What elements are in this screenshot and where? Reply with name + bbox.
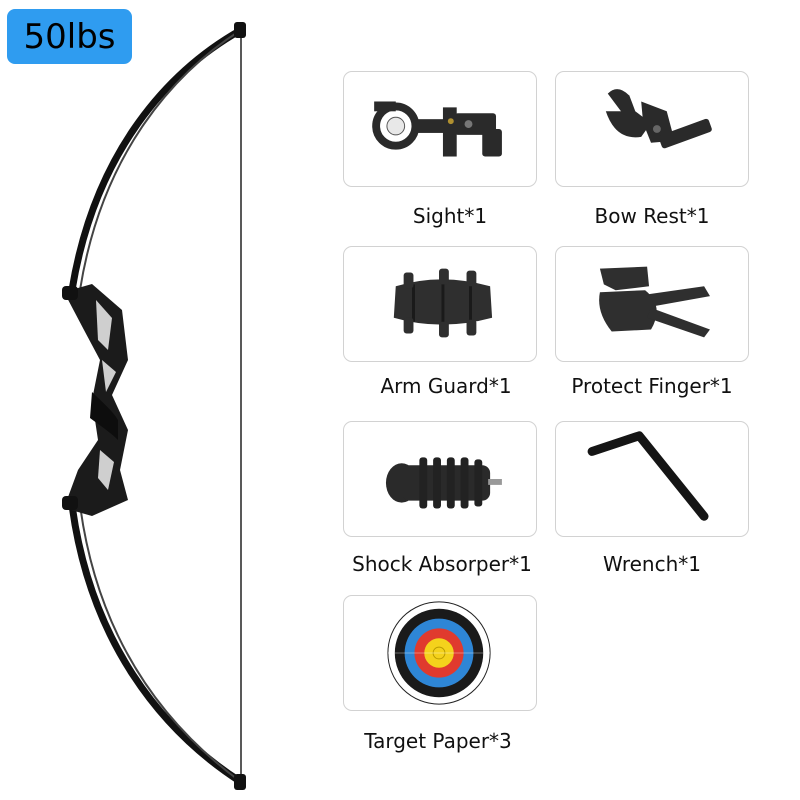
- accessory-card-wrench[interactable]: [555, 421, 749, 537]
- bow-sight-icon: [372, 101, 502, 157]
- archery-target-icon: [387, 601, 491, 705]
- accessory-card-sight[interactable]: [343, 71, 537, 187]
- weight-label: 50lbs: [23, 16, 116, 57]
- accessory-card-shock-absorper[interactable]: [343, 421, 537, 537]
- hex-wrench-icon: [587, 431, 709, 521]
- accessory-card-bow-rest[interactable]: [555, 71, 749, 187]
- stabilizer-icon: [385, 457, 502, 509]
- accessory-card-arm-guard[interactable]: [343, 246, 537, 362]
- accessory-label-bow-rest: Bow Rest*1: [594, 204, 710, 228]
- accessory-label-arm-guard: Arm Guard*1: [380, 374, 512, 398]
- arm-guard-icon: [393, 268, 493, 338]
- accessory-label-wrench: Wrench*1: [602, 552, 702, 576]
- accessory-card-target-paper[interactable]: [343, 595, 537, 711]
- accessory-label-sight: Sight*1: [412, 204, 488, 228]
- recurve-bow-icon: [62, 22, 246, 790]
- accessory-label-protect-finger: Protect Finger*1: [571, 374, 733, 398]
- finger-tab-icon: [599, 266, 710, 338]
- accessory-label-target-paper: Target Paper*3: [364, 729, 512, 753]
- accessory-card-protect-finger[interactable]: [555, 246, 749, 362]
- accessory-label-shock-absorper: Shock Absorper*1: [352, 552, 532, 576]
- weight-badge: 50lbs: [7, 9, 132, 64]
- arrow-rest-icon: [605, 89, 712, 149]
